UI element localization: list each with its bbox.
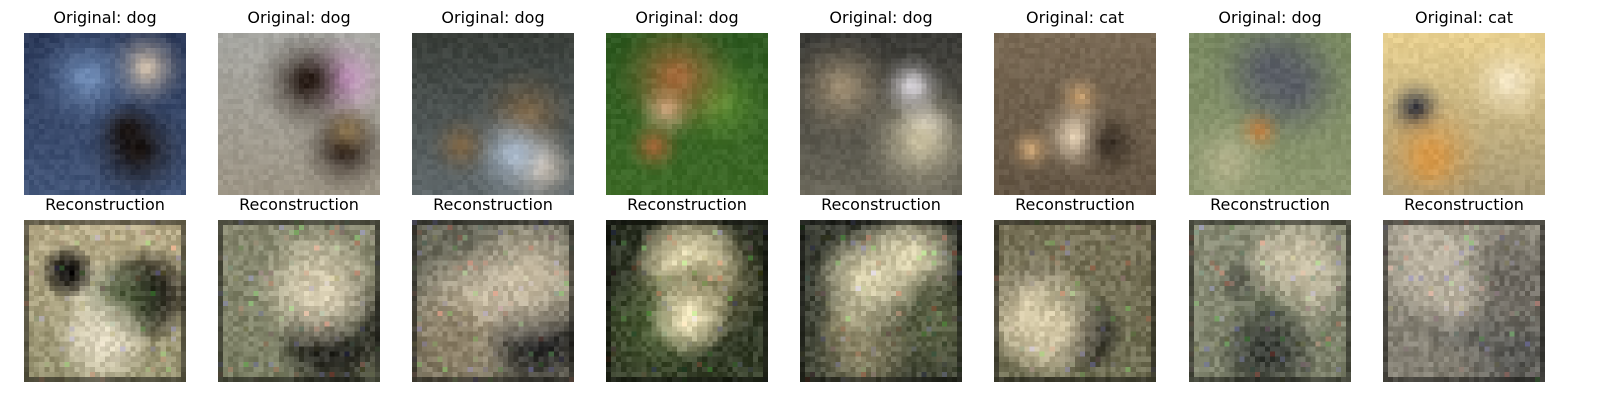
reconstruction-title-6: Reconstruction (1015, 195, 1135, 214)
original-image-8 (1383, 33, 1545, 195)
original-image-1 (24, 33, 186, 195)
original-title-1: Original: dog (53, 8, 157, 27)
original-image-3 (412, 33, 574, 195)
reconstruction-title-7: Reconstruction (1210, 195, 1330, 214)
original-title-2: Original: dog (247, 8, 351, 27)
reconstruction-image-4 (606, 220, 768, 382)
original-image-2 (218, 33, 380, 195)
reconstruction-image-7 (1189, 220, 1351, 382)
original-title-5: Original: dog (829, 8, 933, 27)
reconstruction-image-8 (1383, 220, 1545, 382)
reconstruction-title-3: Reconstruction (433, 195, 553, 214)
reconstruction-image-1 (24, 220, 186, 382)
original-title-3: Original: dog (441, 8, 545, 27)
original-image-5 (800, 33, 962, 195)
original-image-6 (994, 33, 1156, 195)
original-title-8: Original: cat (1415, 8, 1513, 27)
reconstruction-title-1: Reconstruction (45, 195, 165, 214)
reconstruction-image-6 (994, 220, 1156, 382)
reconstruction-title-4: Reconstruction (627, 195, 747, 214)
original-image-7 (1189, 33, 1351, 195)
reconstruction-title-8: Reconstruction (1404, 195, 1524, 214)
original-title-6: Original: cat (1026, 8, 1124, 27)
original-title-7: Original: dog (1218, 8, 1322, 27)
original-image-4 (606, 33, 768, 195)
reconstruction-image-2 (218, 220, 380, 382)
reconstruction-title-5: Reconstruction (821, 195, 941, 214)
reconstruction-image-5 (800, 220, 962, 382)
reconstruction-image-3 (412, 220, 574, 382)
original-title-4: Original: dog (635, 8, 739, 27)
reconstruction-title-2: Reconstruction (239, 195, 359, 214)
